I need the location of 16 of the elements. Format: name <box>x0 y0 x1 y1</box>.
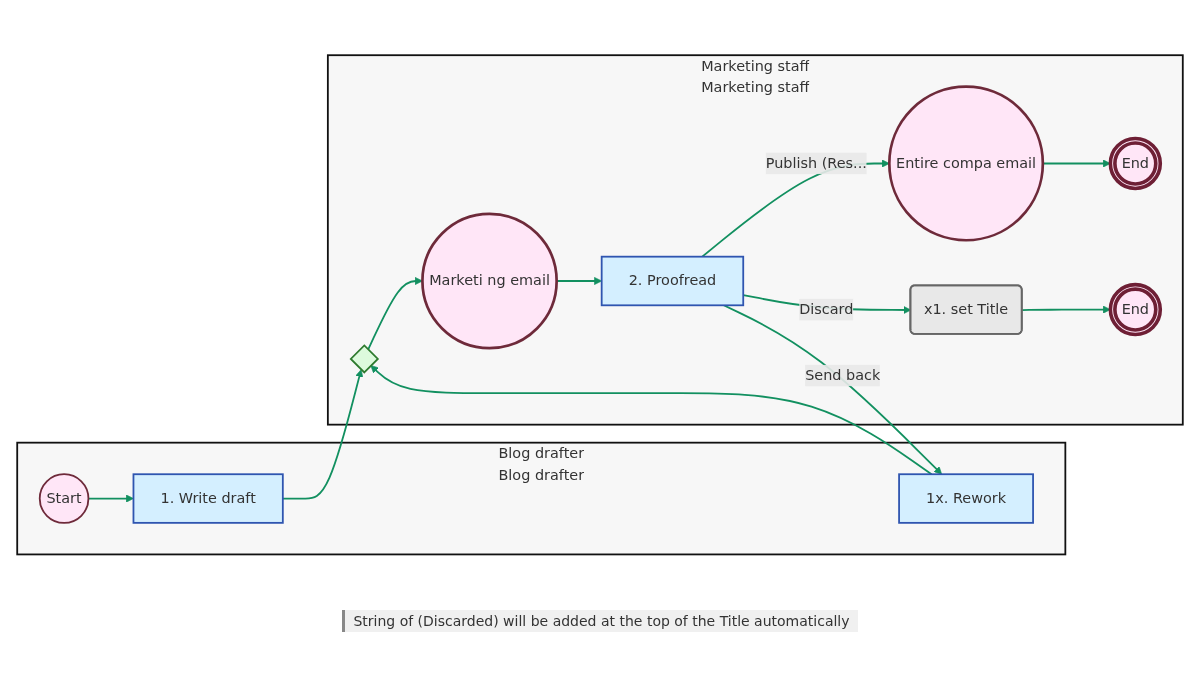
arrow <box>367 277 423 351</box>
node-circle: Start <box>38 473 90 524</box>
node-circle: End <box>1108 136 1163 191</box>
edge-label: Publish (Res... <box>765 154 867 172</box>
edge-label: Send back <box>805 366 881 384</box>
node-box: 1. Write draft <box>132 473 284 524</box>
edge-label: Discard <box>799 300 854 318</box>
node-circle: End <box>1108 283 1163 337</box>
annotation-text: String of (Discarded) will be added at the top of the Title automatically <box>342 610 858 632</box>
node-circle: Marketi ng email <box>421 212 558 350</box>
node-box: 1x. Rework <box>898 473 1034 524</box>
node-box: 2. Proofread <box>600 255 745 307</box>
node-circle: Entire compa email <box>887 85 1045 242</box>
arrow <box>370 365 933 476</box>
arrow <box>722 304 943 475</box>
node-diamond <box>349 344 380 374</box>
